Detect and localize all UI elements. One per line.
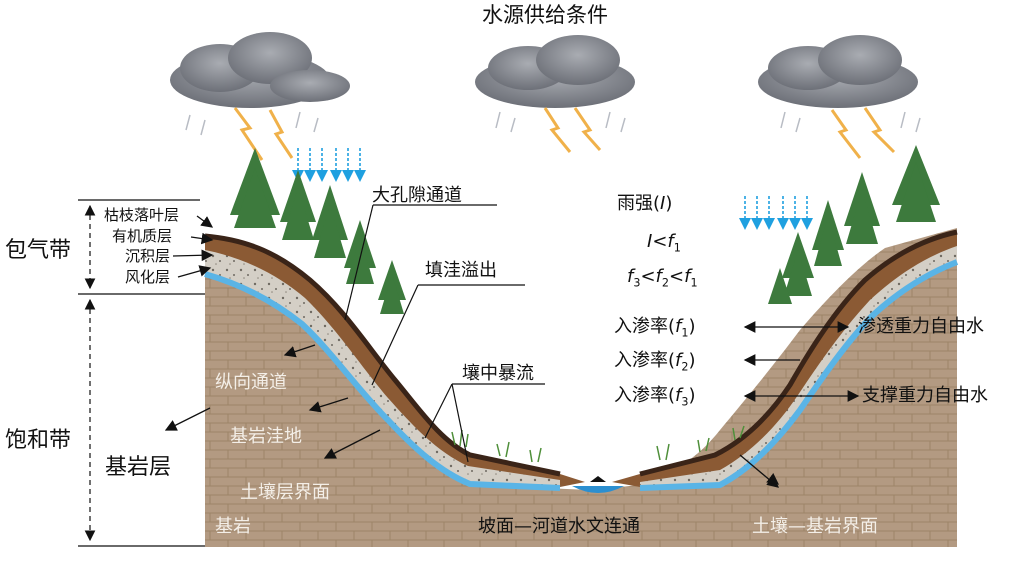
condition-f3-f2-f1: f3<f2<f1 (627, 266, 698, 290)
bedrock-label: 基岩 (215, 516, 251, 537)
rain-intensity-label: 雨强(I) (617, 193, 673, 214)
weathered-layer-label: 风化层 (125, 268, 171, 286)
cloud-icon-left (170, 32, 350, 108)
bedrock-layer-label: 基岩层 (105, 455, 172, 480)
left-litter-layer (204, 233, 561, 477)
rain-arrows-right (744, 196, 808, 218)
soil-bedrock-interface-label: 土壤—基岩界面 (752, 516, 878, 537)
macropore-channel-label: 大孔隙通道 (372, 185, 462, 206)
seepage-gravity-water-label: 渗透重力自由水 (858, 316, 984, 337)
rain-arrowheads-left (292, 170, 366, 182)
organic-layer-label: 有机质层 (112, 227, 173, 245)
rain-arrows-left (297, 148, 361, 170)
soil-interface-label: 土壤层界面 (240, 482, 330, 503)
fill-spill-label: 填洼溢出 (425, 260, 497, 281)
left-sediment-layer (205, 250, 560, 487)
zone-brackets (78, 199, 205, 547)
callout-leaders (344, 204, 545, 463)
left-interface-flow (204, 271, 561, 491)
bedrock-depression-label: 基岩洼地 (230, 426, 302, 447)
right-sediment-layer (640, 246, 957, 487)
right-litter-layer (639, 229, 958, 477)
rain-arrowheads-right (739, 218, 813, 230)
inside-arrows (164, 344, 780, 488)
infiltration-rate-f2: 入渗率(f2) (614, 350, 696, 374)
litter-layer-label: 枯枝落叶层 (104, 206, 180, 224)
rain-streaks (185, 111, 921, 136)
infiltration-rate-f3: 入渗率(f3) (614, 385, 696, 409)
cloud-icon-right (758, 35, 918, 108)
tree-icons-right (768, 145, 940, 304)
cloud-icon-center (475, 35, 635, 108)
right-arrows (743, 321, 860, 402)
diagram-title: 水源供给条件 (482, 3, 608, 27)
river-channel (572, 486, 624, 493)
sediment-layer-label: 沉积层 (125, 247, 171, 265)
layer-pointers (172, 215, 214, 278)
vadose-zone-label: 包气带 (5, 238, 72, 263)
right-organic-layer (612, 232, 957, 487)
supporting-gravity-water-label: 支撑重力自由水 (862, 385, 988, 406)
grass-tufts (451, 425, 745, 463)
connectivity-label: 坡面—河道水文连通 (478, 516, 640, 537)
right-interface-flow (639, 259, 959, 491)
infiltration-rate-f1: 入渗率(f1) (614, 316, 696, 340)
saturated-zone-label: 饱和带 (5, 428, 72, 453)
water-level-marker (590, 476, 606, 482)
vertical-channel-label: 纵向通道 (215, 372, 287, 393)
lightning-icon (233, 107, 896, 161)
tree-icons-left (230, 148, 406, 314)
subsurface-flow-label: 壤中暴流 (462, 363, 534, 384)
condition-i-lt-f1: I<f1 (647, 231, 681, 255)
